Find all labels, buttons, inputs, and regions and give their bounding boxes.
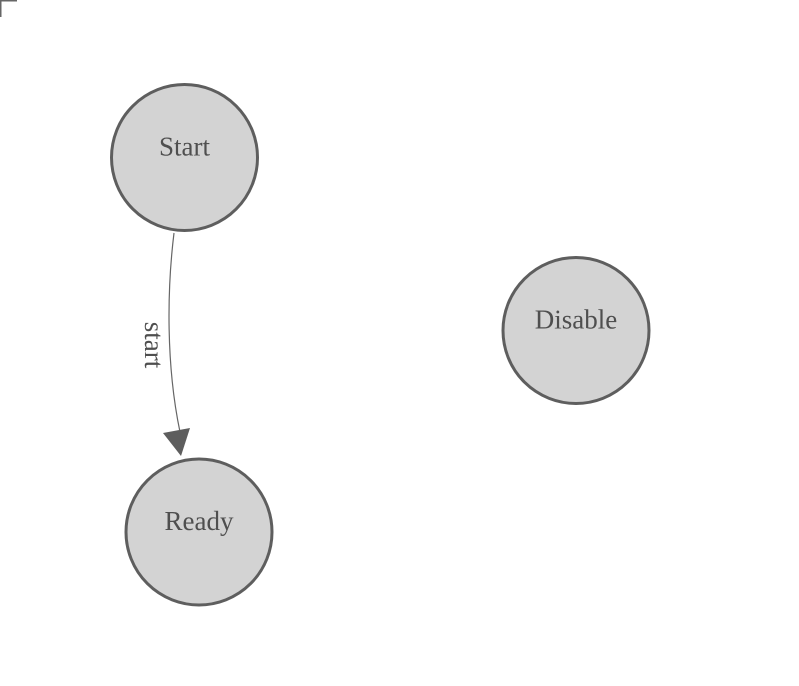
node-disable-label[interactable]: Disable [535,305,617,335]
node-ready-label[interactable]: Ready [165,506,234,536]
node-disable-circle[interactable] [501,256,651,405]
node-ready[interactable]: Ready [124,457,274,607]
page-corner-mark [0,0,17,17]
node-disable[interactable]: Disable [501,256,651,405]
node-ready-circle[interactable] [124,457,274,607]
node-start-circle[interactable] [110,83,259,232]
edge-arrowhead-icon[interactable] [163,428,190,456]
edge-start-to-ready[interactable]: start [139,232,190,456]
edge-path-start-to-ready[interactable] [168,232,181,433]
node-start[interactable]: Start [110,83,259,232]
edge-label-start[interactable]: start [139,322,169,369]
node-start-label[interactable]: Start [159,132,210,162]
